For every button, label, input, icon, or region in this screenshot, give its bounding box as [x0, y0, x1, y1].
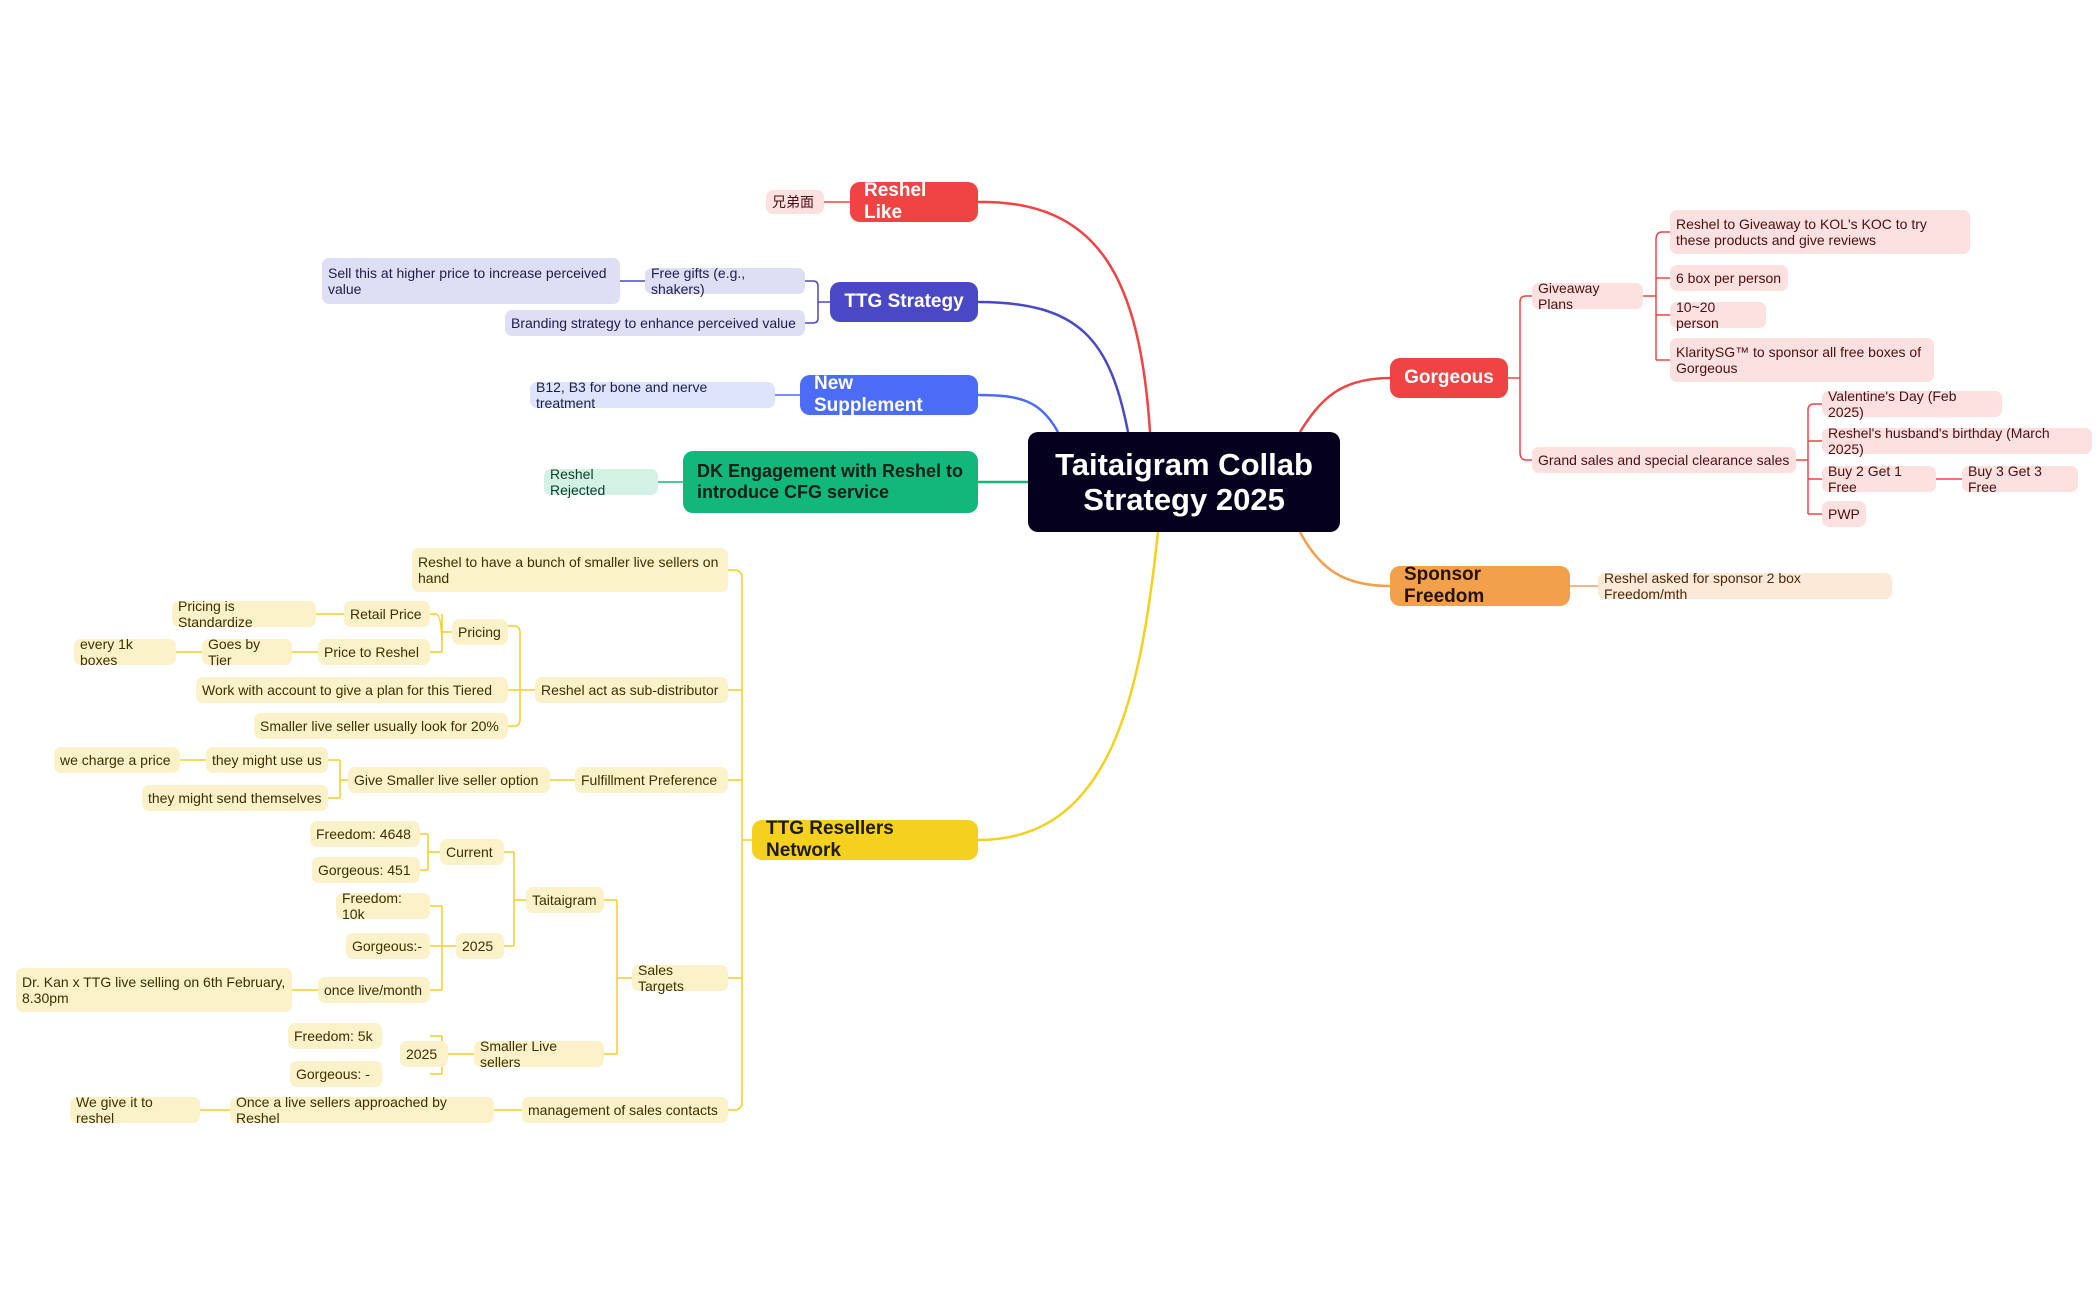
subtopic-freedom-4648[interactable]: Freedom: 4648: [310, 821, 420, 847]
subtopic-once-live-month[interactable]: once live/month: [318, 977, 430, 1003]
subtopic-once-approached[interactable]: Once a live sellers approached by Reshel: [230, 1094, 494, 1126]
subtopic-xiongdimian[interactable]: 兄弟面: [766, 190, 824, 214]
subtopic-sales-targets[interactable]: Sales Targets: [632, 962, 728, 994]
subtopic-grand-sales[interactable]: Grand sales and special clearance sales: [1532, 447, 1796, 473]
subtopic-klarity-sponsor[interactable]: KlaritySG™ to sponsor all free boxes of …: [1670, 338, 1934, 382]
subtopic-2025-smaller-live[interactable]: 2025: [400, 1041, 448, 1067]
subtopic-branding[interactable]: Branding strategy to enhance perceived v…: [505, 310, 805, 336]
topic-reshel-like-label: Reshel Like: [864, 180, 927, 223]
subtopic-work-with-account[interactable]: Work with account to give a plan for thi…: [196, 677, 508, 703]
subtopic-gorgeous-dash-b[interactable]: Gorgeous: -: [290, 1061, 382, 1087]
subtopic-give-to-reshel[interactable]: We give it to reshel: [70, 1094, 200, 1126]
subtopic-we-charge[interactable]: we charge a price: [54, 747, 180, 773]
link-new-supplement: [977, 393, 1060, 433]
subtopic-buy3get3[interactable]: Buy 3 Get 3 Free: [1962, 463, 2078, 495]
subtopic-giveaway-koc[interactable]: Reshel to Giveaway to KOL's KOC to try t…: [1670, 210, 1970, 254]
central-topic-title: Taitaigram Collab Strategy 2025: [1055, 447, 1313, 517]
subtopic-pricing-standardize[interactable]: Pricing is Standardize: [172, 598, 316, 630]
link-ttg-resellers: [977, 531, 1160, 842]
topic-reshel-like[interactable]: Reshel Like: [850, 180, 978, 223]
topic-ttg-resellers[interactable]: TTG Resellers Network: [752, 818, 978, 861]
subtopic-retail-price[interactable]: Retail Price: [344, 601, 430, 627]
topic-dk-engagement[interactable]: DK Engagement with Reshel to introduce C…: [683, 451, 978, 513]
topic-new-supplement-label: New Supplement: [814, 373, 923, 416]
subtopic-freedom-5k[interactable]: Freedom: 5k: [288, 1023, 382, 1049]
subtopic-ten-twenty-person[interactable]: 10~20 person: [1670, 299, 1766, 331]
subtopic-husband-birthday[interactable]: Reshel's husband's birthday (March 2025): [1822, 425, 2092, 457]
topic-ttg-resellers-label: TTG Resellers Network: [766, 818, 894, 861]
link-reshel-like: [977, 200, 1152, 433]
subtopic-gorgeous-451[interactable]: Gorgeous: 451: [312, 857, 420, 883]
subtopic-might-use-us[interactable]: they might use us: [206, 747, 328, 773]
topic-dk-engagement-label: DK Engagement with Reshel to introduce C…: [697, 461, 964, 502]
subtopic-give-option[interactable]: Give Smaller live seller option: [348, 767, 550, 793]
subtopic-fulfillment[interactable]: Fulfillment Preference: [575, 767, 728, 793]
topic-ttg-strategy[interactable]: TTG Strategy: [830, 282, 978, 322]
topic-sponsor-freedom-label: Sponsor Freedom: [1404, 564, 1485, 607]
subtopic-reshel-rejected[interactable]: Reshel Rejected: [544, 466, 658, 498]
subtopic-pwp[interactable]: PWP: [1822, 501, 1866, 527]
subtopic-pricing[interactable]: Pricing: [452, 619, 508, 645]
subtopic-management[interactable]: management of sales contacts: [522, 1097, 728, 1123]
link-sponsor-freedom: [1298, 531, 1391, 588]
topic-sponsor-freedom[interactable]: Sponsor Freedom: [1390, 564, 1570, 607]
subtopic-gorgeous-dash-a[interactable]: Gorgeous:-: [346, 933, 430, 959]
subtopic-valentine[interactable]: Valentine's Day (Feb 2025): [1822, 388, 2002, 420]
subtopic-goes-by-tier[interactable]: Goes by Tier: [202, 636, 292, 668]
subtopic-freedom-10k[interactable]: Freedom: 10k: [336, 890, 430, 922]
central-topic[interactable]: Taitaigram Collab Strategy 2025: [1028, 432, 1340, 532]
subtopic-2025-taitaigram[interactable]: 2025: [456, 933, 504, 959]
topic-new-supplement[interactable]: New Supplement: [800, 373, 978, 416]
link-ttg-strategy: [977, 300, 1130, 433]
subtopic-smaller-live-sellers[interactable]: Reshel to have a bunch of smaller live s…: [412, 548, 728, 592]
subtopic-dr-kan-live[interactable]: Dr. Kan x TTG live selling on 6th Februa…: [16, 968, 292, 1012]
subtopic-send-themselves[interactable]: they might send themselves: [142, 785, 328, 811]
subtopic-b12-b3[interactable]: B12, B3 for bone and nerve treatment: [530, 379, 775, 411]
subtopic-current[interactable]: Current: [440, 839, 504, 865]
subtopic-smaller-live-20[interactable]: Smaller live seller usually look for 20%: [254, 713, 508, 739]
subtopic-sponsor-2-box[interactable]: Reshel asked for sponsor 2 box Freedom/m…: [1598, 570, 1892, 602]
subtopic-smaller-live-sellers-target[interactable]: Smaller Live sellers: [474, 1038, 604, 1070]
topic-gorgeous[interactable]: Gorgeous: [1390, 358, 1508, 398]
subtopic-higher-price[interactable]: Sell this at higher price to increase pe…: [322, 258, 620, 304]
subtopic-taitaigram[interactable]: Taitaigram: [526, 887, 604, 913]
subtopic-giveaway-plans[interactable]: Giveaway Plans: [1532, 280, 1643, 312]
topic-ttg-strategy-label: TTG Strategy: [844, 291, 964, 312]
link-gorgeous: [1298, 376, 1391, 433]
subtopic-price-to-reshel[interactable]: Price to Reshel: [318, 639, 430, 665]
subtopic-free-gifts[interactable]: Free gifts (e.g., shakers): [645, 265, 805, 297]
subtopic-buy2get1[interactable]: Buy 2 Get 1 Free: [1822, 463, 1936, 495]
subtopic-every-1k-boxes[interactable]: every 1k boxes: [74, 636, 176, 668]
subtopic-sub-distributor[interactable]: Reshel act as sub-distributor: [535, 677, 728, 703]
subtopic-six-box[interactable]: 6 box per person: [1670, 265, 1788, 291]
topic-gorgeous-label: Gorgeous: [1404, 367, 1494, 388]
